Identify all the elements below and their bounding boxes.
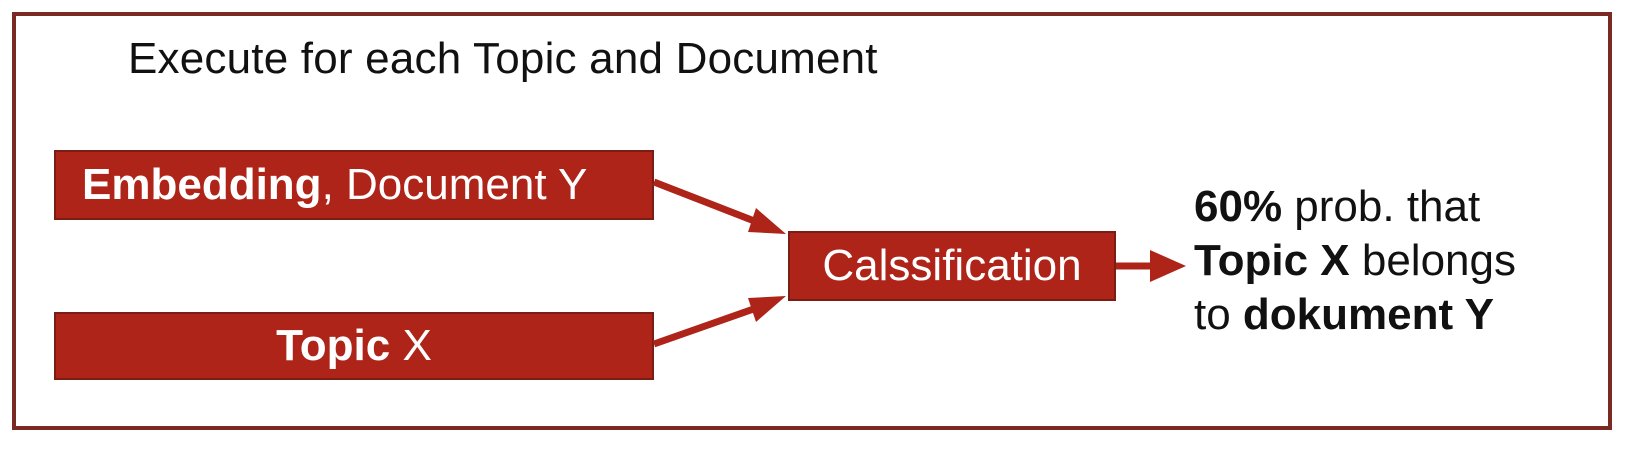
embedding-label-bold: Embedding bbox=[82, 160, 322, 209]
result-document: dokument Y bbox=[1242, 290, 1494, 339]
diagram-title: Execute for each Topic and Document bbox=[128, 34, 878, 83]
result-line-3: to dokument Y bbox=[1194, 288, 1516, 342]
result-line-1-rest: prob. that bbox=[1282, 182, 1481, 231]
result-probability: 60% bbox=[1194, 182, 1283, 231]
topic-label-rest: X bbox=[390, 321, 432, 370]
result-line-3-rest: to bbox=[1194, 290, 1243, 339]
result-topic: Topic X bbox=[1194, 236, 1350, 285]
result-line-2-rest: belongs bbox=[1349, 236, 1516, 285]
embedding-document-box: Embedding, Document Y bbox=[54, 150, 654, 220]
result-line-2: Topic X belongs bbox=[1194, 234, 1516, 288]
embedding-label-rest: , Document Y bbox=[321, 160, 588, 209]
result-line-1: 60% prob. that bbox=[1194, 180, 1516, 234]
classification-box: Calssification bbox=[788, 231, 1116, 301]
topic-label-bold: Topic bbox=[276, 321, 391, 370]
classification-label: Calssification bbox=[822, 241, 1082, 290]
result-text: 60% prob. that Topic X belongs to dokume… bbox=[1194, 180, 1516, 342]
topic-box: Topic X bbox=[54, 312, 654, 380]
